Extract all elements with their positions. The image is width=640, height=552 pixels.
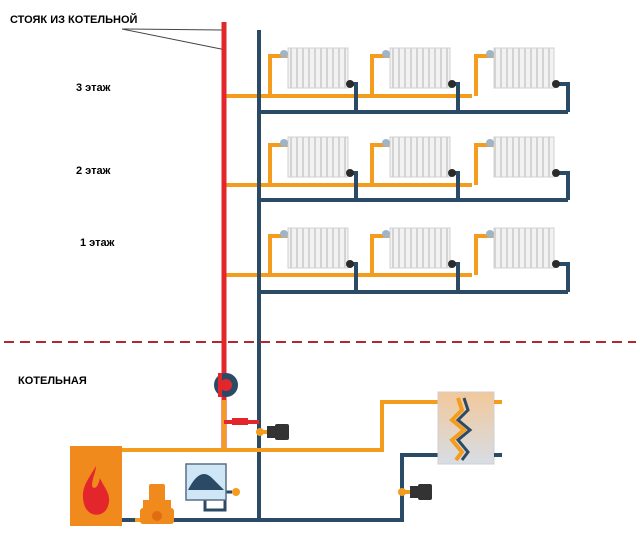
floors-group — [224, 47, 570, 294]
floor-1-radiator-feed — [474, 234, 494, 275]
floor-1-radiator — [389, 227, 451, 269]
floor-3-return-valve — [552, 80, 560, 88]
floor-3-return-valve — [448, 80, 456, 88]
riser-label: СТОЯК ИЗ КОТЕЛЬНОЙ — [10, 14, 138, 26]
floor-1-thermo-valve — [486, 230, 494, 238]
floor-3-radiator-feed — [268, 54, 288, 96]
floor-1-radiator-return — [348, 262, 358, 292]
floor-3-thermo-valve — [382, 50, 390, 58]
floor-1-return-valve — [552, 260, 560, 268]
floor-1-label: 1 этаж — [80, 237, 115, 249]
floor-3-thermo-valve — [280, 50, 288, 58]
riser-leader-line-2 — [121, 28, 227, 51]
three-way-valve-lower — [398, 484, 432, 500]
floor-2-return-valve — [552, 169, 560, 177]
floor-1-radiator-feed — [370, 234, 390, 275]
boiler-room-label: КОТЕЛЬНАЯ — [18, 375, 87, 387]
floor-1-return-valve — [448, 260, 456, 268]
floor-2-return-valve — [448, 169, 456, 177]
floor-3-radiator-return — [554, 82, 570, 112]
floor-3-radiator-feed — [370, 54, 390, 96]
boiler — [70, 446, 122, 526]
floor-1-thermo-valve — [280, 230, 288, 238]
floor-1-radiator — [493, 227, 555, 269]
floor-3-radiator-feed — [474, 54, 494, 96]
floor-1-radiator-return — [554, 262, 570, 292]
floor-1-radiator-feed — [268, 234, 288, 275]
expansion-tank — [185, 463, 240, 501]
floor-1-radiator — [287, 227, 349, 269]
floor-3-radiator — [389, 47, 451, 89]
feed-pump — [140, 484, 174, 524]
floor-2-radiator-return — [554, 171, 570, 200]
floor-2-radiator-feed — [474, 143, 494, 185]
floor-2-thermo-valve — [280, 139, 288, 147]
floor-2-label: 2 этаж — [76, 165, 111, 177]
floor-2-return-valve — [346, 169, 354, 177]
floor-2-thermo-valve — [382, 139, 390, 147]
floor-2-radiator-feed — [268, 143, 288, 185]
riser-leader-line-1 — [121, 28, 223, 31]
floor-3-label: 3 этаж — [76, 82, 111, 94]
floor-2-radiator — [493, 136, 555, 178]
floor-3-radiator — [287, 47, 349, 89]
floor-1-thermo-valve — [382, 230, 390, 238]
floor-1-return-valve — [346, 260, 354, 268]
floor-3-return-valve — [346, 80, 354, 88]
floor-3-radiator — [493, 47, 555, 89]
heat-exchanger — [437, 391, 502, 465]
valve — [232, 418, 248, 425]
floor-2-radiator — [389, 136, 451, 178]
three-way-valve-upper — [256, 424, 289, 440]
floor-2-radiator — [287, 136, 349, 178]
floor-2-thermo-valve — [486, 139, 494, 147]
floor-1-radiator-return — [450, 262, 460, 292]
floor-2-radiator-feed — [370, 143, 390, 185]
circulation-pump — [214, 373, 238, 397]
floor-3-thermo-valve — [486, 50, 494, 58]
